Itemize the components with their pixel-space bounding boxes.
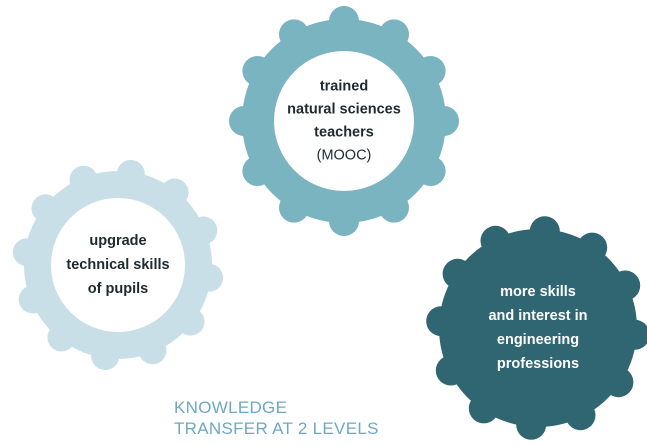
gear-label-line: teachers <box>314 124 374 140</box>
gear-body <box>439 229 637 427</box>
gear-label-line: natural sciences <box>287 101 401 117</box>
gear-label-line: professions <box>497 356 579 372</box>
gear-label-line: engineering <box>497 332 579 348</box>
gear-more-skills: more skills and interest in engineering pro… <box>426 216 647 440</box>
gear-label-line: more skills <box>500 284 576 300</box>
gear-trained-teachers: trained natural sciences teachers (MOOC) <box>229 6 459 236</box>
gear-label-line: and interest in <box>488 308 587 324</box>
gear-label-line: upgrade <box>89 233 146 249</box>
gear-label-line: of pupils <box>88 281 148 297</box>
caption-line-1: KNOWLEDGE <box>174 398 288 417</box>
gear-label-line: (MOOC) <box>317 147 372 163</box>
knowledge-transfer-caption: KNOWLEDGE TRANSFER AT 2 LEVELS <box>174 397 379 439</box>
caption-line-2: TRANSFER AT 2 LEVELS <box>174 419 379 438</box>
gear-label-line: technical skills <box>66 257 169 273</box>
gear-label-line: trained <box>320 78 368 94</box>
gear-center <box>274 51 414 191</box>
gear-center <box>51 198 185 332</box>
gear-upgrade-skills: upgrade technical skills of pupils <box>12 159 224 371</box>
